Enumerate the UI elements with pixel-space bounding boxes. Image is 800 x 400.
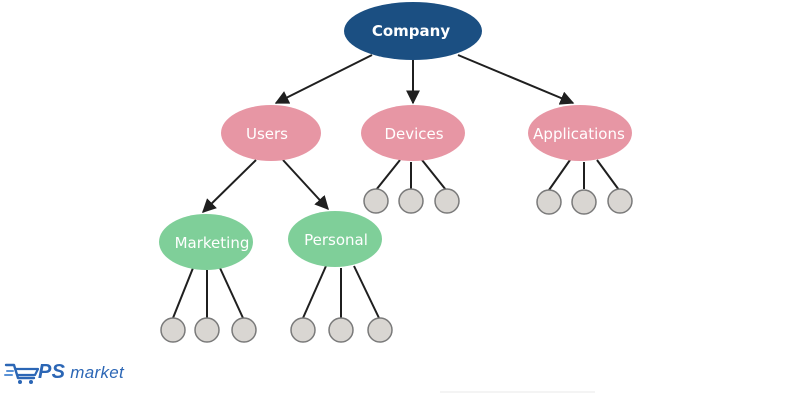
node-company: Company <box>344 2 482 60</box>
edge-users-marketing <box>202 159 257 213</box>
edge-users-personal <box>282 159 329 211</box>
node-personal: Personal <box>288 211 382 267</box>
node-devices: Devices <box>361 105 465 161</box>
cart-icon <box>4 363 40 384</box>
node-applications: Applications <box>528 105 632 161</box>
leaf-node <box>607 188 633 214</box>
leaf-node <box>398 188 424 214</box>
leaf-node <box>290 317 316 343</box>
node-marketing-shape <box>159 214 253 270</box>
node-personal-shape <box>288 211 382 267</box>
logo-wordmark: PS market <box>38 361 124 384</box>
leaf-node <box>363 188 389 214</box>
node-users-shape <box>221 105 321 161</box>
leaf-node <box>194 317 220 343</box>
leaf-node <box>328 317 354 343</box>
logo: PS market <box>4 360 144 390</box>
leaf-node <box>231 317 257 343</box>
node-personal-label: Personal <box>304 231 368 249</box>
node-marketing-label: Marketing <box>175 234 250 252</box>
node-devices-label: Devices <box>384 125 443 143</box>
logo-text-market: market <box>65 363 125 382</box>
logo-text-ps: PS <box>38 361 66 383</box>
leaf-node <box>367 317 393 343</box>
node-applications-label: Applications <box>533 125 625 143</box>
leaf-nodes <box>160 188 633 343</box>
edge-company-applications <box>457 54 575 105</box>
leaf-node <box>160 317 186 343</box>
node-company-shape <box>344 2 482 60</box>
leaf-node <box>434 188 460 214</box>
node-users: Users <box>221 105 321 161</box>
leaf-node <box>536 189 562 215</box>
node-applications-shape <box>528 105 632 161</box>
node-users-label: Users <box>246 125 288 143</box>
leaf-connectors <box>172 159 620 319</box>
edge-company-users <box>274 54 373 104</box>
leaf-node <box>571 189 597 215</box>
node-marketing: Marketing <box>159 214 253 270</box>
node-company-label: Company <box>372 22 450 40</box>
node-devices-shape <box>361 105 465 161</box>
